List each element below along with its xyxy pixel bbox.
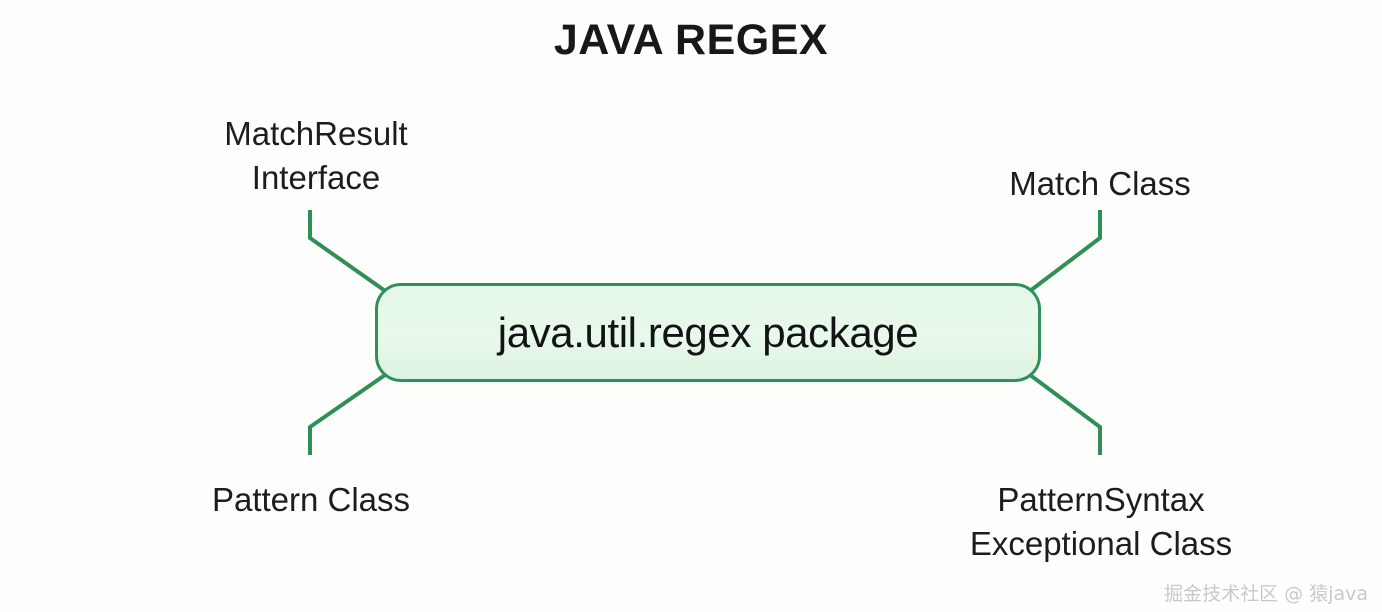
connector-pattern-class — [308, 364, 400, 455]
node-pattern-syntax-exceptional-class[interactable]: PatternSyntax Exceptional Class — [969, 481, 1233, 562]
node-match-result-interface[interactable]: MatchResult Interface — [224, 115, 408, 196]
watermark: 掘金技术社区 @ 猿java — [1164, 583, 1368, 605]
node-match-class[interactable]: Match Class — [1009, 165, 1191, 202]
connector-pattern-syntax-exceptional-class — [1016, 364, 1102, 455]
page-title: JAVA REGEX — [553, 16, 829, 64]
center-node-label: java.util.regex package — [497, 308, 919, 356]
node-pattern-class[interactable]: Pattern Class — [211, 481, 411, 518]
connector-match-class — [1016, 210, 1102, 302]
center-node-java-util-regex-package[interactable]: java.util.regex package — [375, 283, 1041, 382]
connector-match-result-interface — [308, 210, 400, 302]
